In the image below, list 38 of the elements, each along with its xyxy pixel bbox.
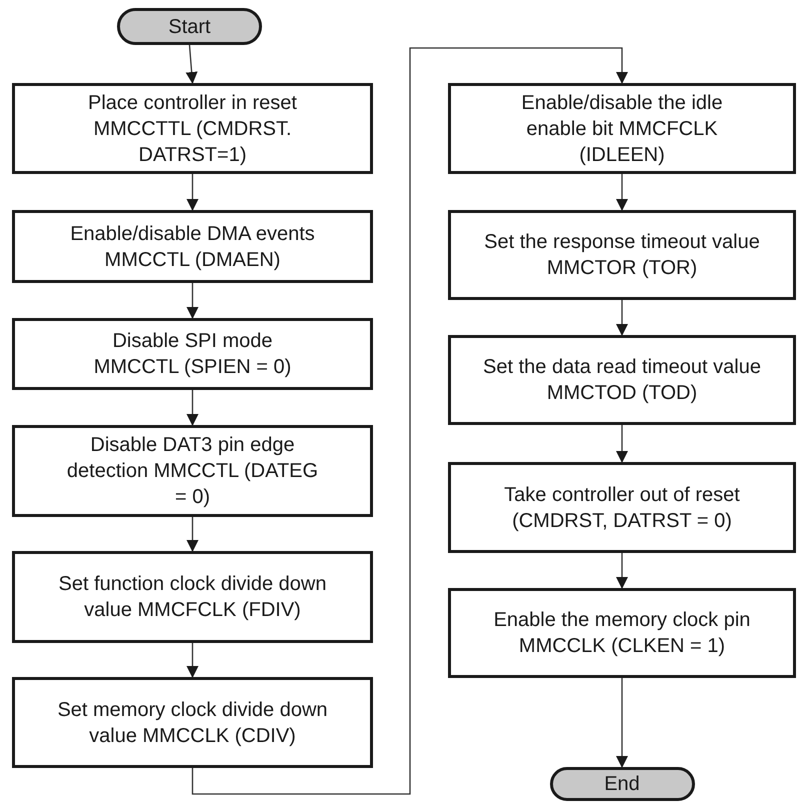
arrow [186, 44, 198, 84]
step-text: Set function clock divide down value MMCFCLK (FDIV) [58, 572, 328, 623]
step-text: Take controller out of reset (CMDRST, DATRST = 0) [503, 482, 741, 534]
step-text: Start [168, 14, 211, 40]
step-text: Enable the memory clock pin MMCCLK (CLKEN = 1) [492, 608, 752, 659]
arrow [616, 300, 628, 336]
terminal-box [117, 8, 262, 45]
step-text: Enable/disable the idle enable bit MMCFCLK (IDLEEN) [520, 90, 724, 168]
process-box [12, 425, 373, 517]
arrow [186, 390, 198, 426]
step-text: End [604, 772, 640, 797]
process-box [12, 551, 373, 643]
process-box [448, 335, 796, 425]
arrow [616, 174, 628, 211]
step-text: Set memory clock divide down value MMCCLK (CDIV) [56, 698, 329, 748]
process-box [448, 83, 796, 174]
step-text: Enable/disable DMA events MMCCTL (DMAEN) [69, 222, 316, 272]
step-text: Set the data read timeout value MMCTOD (TOD) [482, 355, 762, 406]
process-box [12, 210, 373, 283]
arrow [616, 425, 628, 463]
arrow [616, 553, 628, 589]
process-box [12, 83, 373, 174]
process-box [448, 462, 796, 553]
process-box [448, 588, 796, 678]
terminal-box [550, 767, 694, 801]
arrow [192, 47, 628, 795]
arrow [616, 678, 628, 768]
arrow [186, 283, 198, 319]
step-text: Set the response timeout value MMCTOR (TOR) [483, 230, 761, 281]
process-box [448, 210, 796, 300]
process-box [12, 677, 373, 768]
arrow [186, 174, 198, 211]
step-text: Place controller in reset MMCCTTL (CMDRST. DATRST=1) [87, 90, 298, 168]
arrow [186, 643, 198, 678]
process-box [12, 318, 373, 390]
step-text: Disable DAT3 pin edge detection MMCCTL (DATEG = 0) [66, 433, 320, 510]
arrow [186, 517, 198, 552]
step-text: Disable SPI mode MMCCTL (SPIEN = 0) [92, 329, 292, 380]
